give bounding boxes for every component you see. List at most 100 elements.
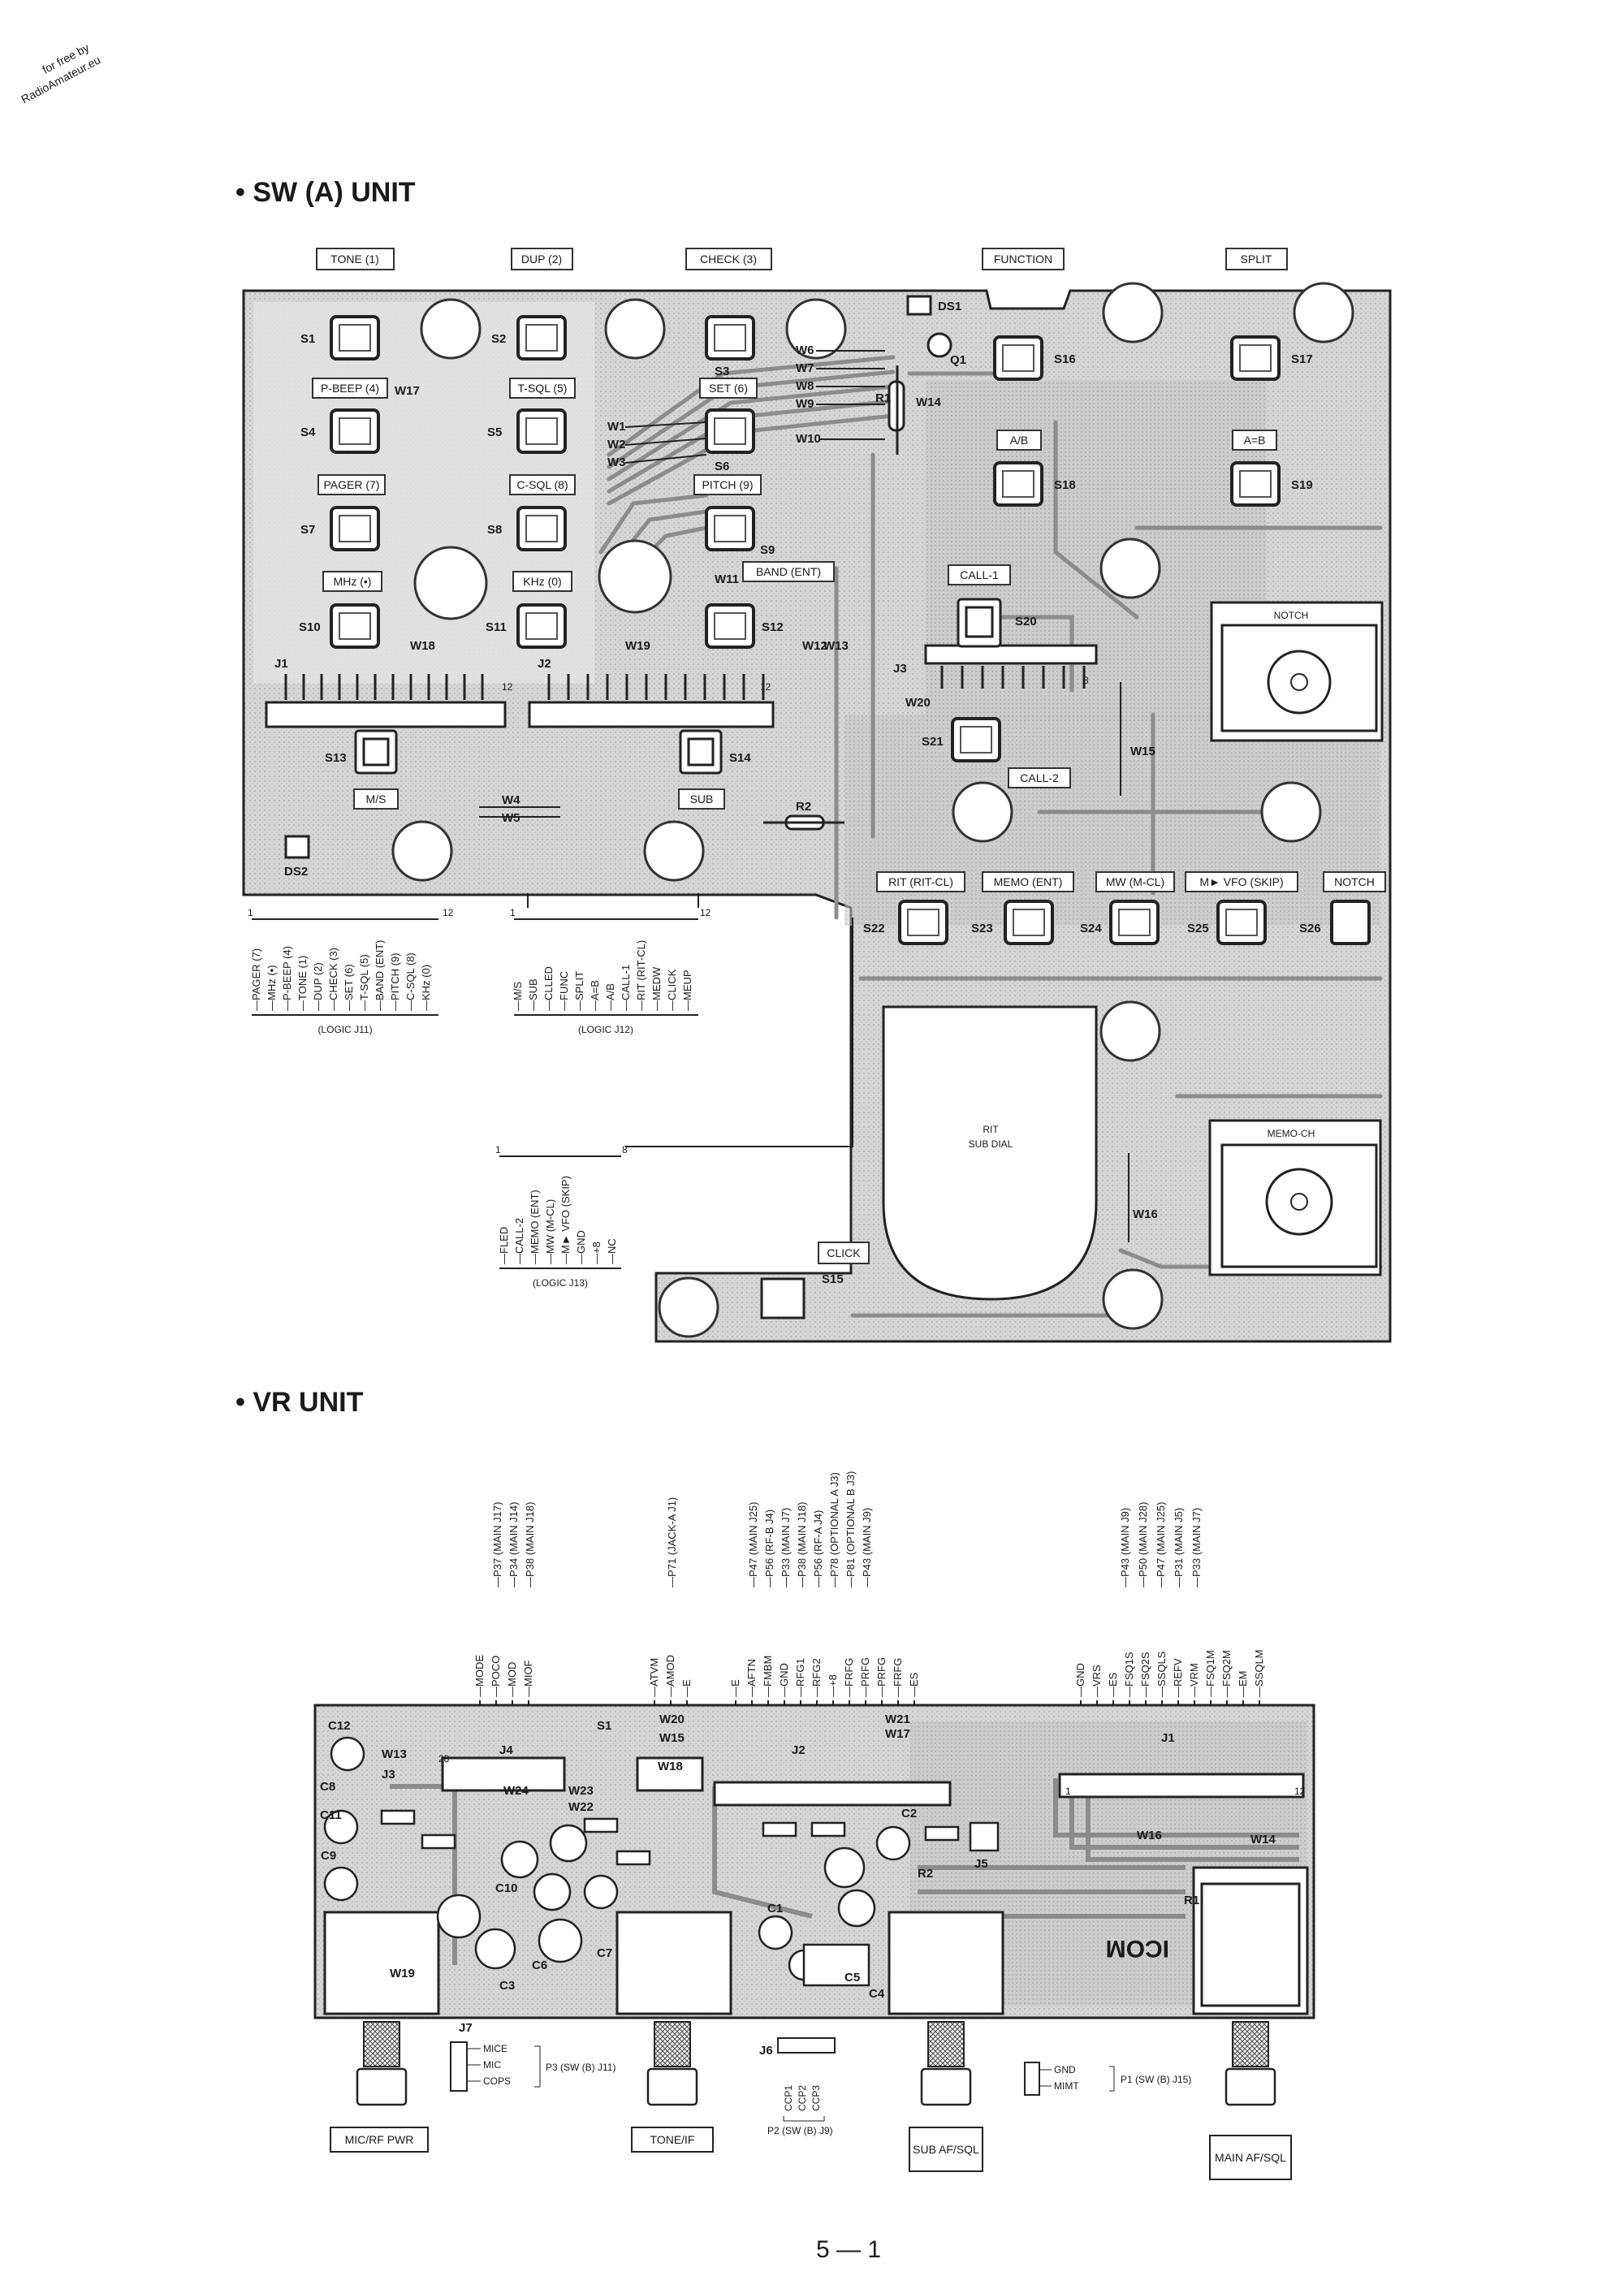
vr-ref-c3: C3 bbox=[499, 1979, 515, 1993]
j11-pin-6: —CHECK (3) bbox=[327, 948, 339, 1011]
wire-w18: W18 bbox=[410, 639, 435, 653]
j6-pin-ccp2: CCP2 bbox=[797, 2085, 808, 2111]
key-s5[interactable] bbox=[516, 408, 567, 454]
key-s26[interactable] bbox=[1330, 900, 1371, 945]
ref-ds2: DS2 bbox=[284, 865, 308, 879]
rit-sub-dial[interactable] bbox=[882, 1005, 1098, 1301]
vr-g3-pin-3: —FMBM bbox=[762, 1656, 774, 1697]
j6-pin-ccp1: CCP1 bbox=[783, 2085, 794, 2111]
key-s11[interactable] bbox=[516, 603, 567, 649]
j12-pin-11: —CLICK bbox=[666, 969, 678, 1011]
key-s6[interactable] bbox=[705, 408, 755, 454]
vr-knob-caps bbox=[356, 2067, 1276, 2106]
vr-ref-w14: W14 bbox=[1250, 1833, 1276, 1846]
j13-pin-5: —M► VFO (SKIP) bbox=[559, 1176, 572, 1264]
vr-group3-pins: —E—AFTN—FMBM—GND—RFG1—RFG2—+8—FRFG—PRFG—… bbox=[729, 1656, 920, 1708]
key-s10[interactable] bbox=[330, 603, 380, 649]
key-s19[interactable] bbox=[1230, 461, 1281, 507]
j12-pin-10: —MEDW bbox=[650, 966, 663, 1011]
vr-g3-pin-1: —E bbox=[729, 1679, 741, 1697]
key-label-mvfo: M► VFO (SKIP) bbox=[1199, 875, 1283, 888]
key-s9[interactable] bbox=[705, 506, 755, 551]
knob-label-mic: MIC/RF PWR bbox=[345, 2133, 414, 2146]
j11-pin-11: —C-SQL (8) bbox=[404, 952, 417, 1011]
sw-lever-switches bbox=[354, 598, 1002, 775]
vr-ref-j2: J2 bbox=[792, 1743, 806, 1757]
key-s4[interactable] bbox=[330, 408, 380, 454]
key-s7[interactable] bbox=[330, 506, 380, 551]
sw-connector-pins bbox=[284, 666, 1086, 700]
vr-group1-refs: —P37 (MAIN J17)—P34 (MAIN J14)—P38 (MAIN… bbox=[491, 1502, 536, 1587]
vr-group4-pins: —GND—VRS—ES—FSQ1S—FSQ2S—SSQLS—REFV—VRM—F… bbox=[1074, 1649, 1265, 1708]
vr-board-connectors bbox=[441, 1756, 1305, 1807]
key-s3[interactable] bbox=[705, 315, 755, 361]
vr-unit-title: • VR UNIT bbox=[235, 1387, 364, 1418]
notch-knob[interactable] bbox=[1267, 650, 1332, 715]
click-switch[interactable] bbox=[760, 1277, 806, 1319]
knob-sub-af-sql[interactable] bbox=[920, 2067, 972, 2106]
ref-s24: S24 bbox=[1080, 922, 1102, 935]
logic-j13: 1 8 (LOGIC J13) bbox=[495, 1144, 628, 1289]
key-s12[interactable] bbox=[705, 603, 755, 649]
vr-ref-j3: J3 bbox=[382, 1768, 395, 1782]
key-s16[interactable] bbox=[993, 335, 1043, 381]
wire-w1: W1 bbox=[607, 420, 626, 434]
vr-g1-ref-3: —P38 (MAIN J18) bbox=[524, 1502, 536, 1587]
key-label-call1: CALL-1 bbox=[960, 568, 999, 581]
wire-w14: W14 bbox=[916, 395, 942, 409]
vr-knob-labels: MIC/RF PWR TONE/IF SUB AF/SQL MAIN AF/SQ… bbox=[330, 2127, 1292, 2180]
key-label-ms: M/S bbox=[366, 793, 387, 805]
vr-ref-c10: C10 bbox=[495, 1881, 518, 1895]
key-s22[interactable] bbox=[898, 900, 948, 945]
memoch-knob[interactable] bbox=[1265, 1168, 1333, 1236]
notch-control: NOTCH bbox=[1210, 601, 1384, 742]
wire-w4: W4 bbox=[502, 793, 520, 807]
key-s21[interactable] bbox=[951, 717, 1001, 762]
vr-g4-ref-1: —P43 (MAIN J9) bbox=[1119, 1508, 1131, 1587]
ref-s21: S21 bbox=[922, 735, 944, 749]
key-s1[interactable] bbox=[330, 315, 380, 361]
wire-w6: W6 bbox=[796, 343, 814, 357]
key-s2[interactable] bbox=[516, 315, 567, 361]
ref-s14: S14 bbox=[729, 751, 751, 765]
ref-s1: S1 bbox=[300, 332, 315, 346]
key-label-mhz: MHz (•) bbox=[334, 575, 372, 588]
wire-w12: W12 bbox=[802, 639, 827, 653]
sw-parts: DS1 DS2 Q1 R1 R2 bbox=[284, 295, 966, 879]
ref-s7: S7 bbox=[300, 523, 315, 537]
j12-caption: (LOGIC J12) bbox=[578, 1024, 633, 1035]
vr-ref-w21: W21 bbox=[885, 1712, 910, 1726]
key-label-pitch: PITCH (9) bbox=[702, 478, 754, 491]
key-s25[interactable] bbox=[1216, 900, 1267, 945]
knob-label-tone: TONE/IF bbox=[650, 2133, 695, 2146]
key-s8[interactable] bbox=[516, 506, 567, 551]
key-s18[interactable] bbox=[993, 461, 1043, 507]
watermark: for free by RadioAmateur.eu bbox=[19, 41, 102, 106]
vr-ref-j5: J5 bbox=[974, 1857, 988, 1871]
vr-g3-pin-5: —RFG1 bbox=[794, 1658, 806, 1697]
key-s24[interactable] bbox=[1109, 900, 1160, 945]
j11-pin-1: —PAGER (7) bbox=[250, 948, 262, 1011]
wire-w17: W17 bbox=[395, 384, 420, 398]
vr-g3-ref-8: —P43 (MAIN J9) bbox=[861, 1508, 873, 1587]
key-s17[interactable] bbox=[1230, 335, 1281, 381]
notch-label: NOTCH bbox=[1274, 610, 1309, 621]
vr-g1-ref-1: —P37 (MAIN J17) bbox=[491, 1502, 503, 1587]
vr-g2-pin-3: —E bbox=[680, 1679, 693, 1697]
sw-key-inner bbox=[339, 324, 1272, 936]
key-label-rit: RIT (RIT-CL) bbox=[888, 875, 953, 888]
vr-pin28: 28 bbox=[438, 1753, 450, 1764]
key-s23[interactable] bbox=[1004, 900, 1054, 945]
j12-pin-12: —MEUP bbox=[681, 970, 693, 1011]
vr-group3-refs: —P47 (MAIN J25)—P56 (RF-B J4)—P33 (MAIN … bbox=[747, 1471, 873, 1587]
knob-tone-if[interactable] bbox=[646, 2067, 698, 2106]
knob-mic-rf-pwr[interactable] bbox=[356, 2067, 408, 2106]
j13-pin-1: —FLED bbox=[498, 1227, 510, 1264]
vr-ref-j6: J6 bbox=[759, 2044, 773, 2058]
knob-main-af-sql[interactable] bbox=[1224, 2067, 1276, 2106]
j11-pin-3: —P-BEEP (4) bbox=[281, 946, 293, 1011]
vr-ref-s1: S1 bbox=[597, 1719, 611, 1733]
logic-j12: 1 12 (LOGIC J12) bbox=[510, 907, 711, 1035]
ref-j2: J2 bbox=[538, 657, 551, 671]
